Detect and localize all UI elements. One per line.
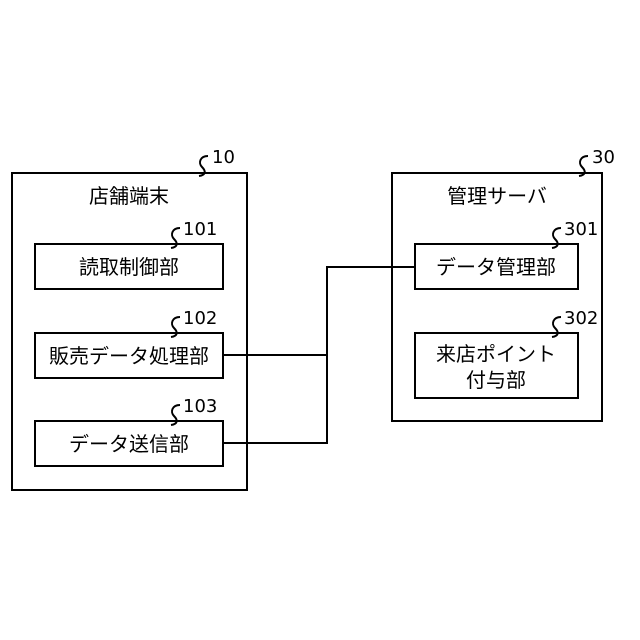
ref-302: 302 [564,308,598,329]
ref-101: 101 [183,219,217,240]
ref-301: 301 [564,219,598,240]
visit-point-label-line2: 付与部 [466,368,526,392]
visit-point-label-line1: 来店ポイント [436,342,556,366]
reader-control-label: 読取制御部 [79,255,179,279]
sales-data-label: 販売データ処理部 [49,344,209,368]
ref-30: 30 [592,147,615,168]
connector-sender-to-server [223,355,327,443]
data-management-label: データ管理部 [436,255,556,279]
ref-10: 10 [212,147,235,168]
connector-sales-to-server [223,267,415,355]
data-sender-label: データ送信部 [69,432,189,456]
store-terminal-title: 店舗端末 [89,184,169,208]
ref-102: 102 [183,308,217,329]
management-server-title: 管理サーバ [447,184,547,208]
ref-103: 103 [183,396,217,417]
